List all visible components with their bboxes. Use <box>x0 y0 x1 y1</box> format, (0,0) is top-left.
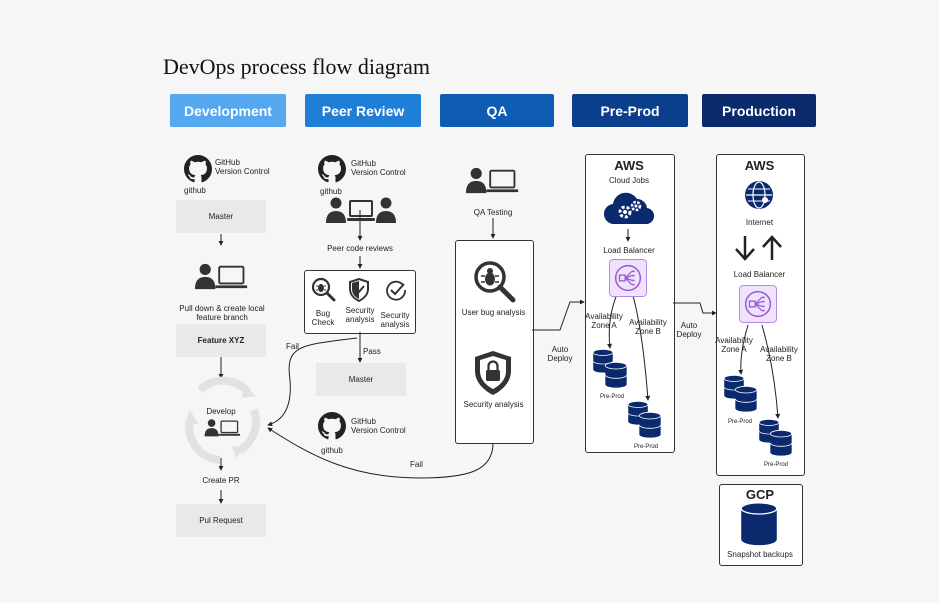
github-icon <box>318 412 346 440</box>
preprod-az-b: Availability Zone B <box>629 318 667 336</box>
load-balancer-icon <box>739 285 777 323</box>
preprod-cloud-jobs: Cloud Jobs <box>608 176 650 185</box>
up-down-arrows-icon <box>735 235 782 261</box>
peer-fail-label: Fail <box>286 342 299 351</box>
bug-search-icon <box>311 277 336 302</box>
peer-github-caption: github <box>320 187 342 196</box>
stage-development: Development <box>170 94 286 127</box>
globe-icon <box>745 181 773 209</box>
peer-github2-caption: github <box>321 446 343 455</box>
develop-person-laptop-icon <box>204 418 242 437</box>
stage-qa: QA <box>440 94 554 127</box>
peer-master-box: Master <box>316 363 406 396</box>
peer-bug-check: Bug Check <box>311 309 335 327</box>
dev-develop-label: Develop <box>206 407 236 416</box>
database-icon <box>638 410 662 440</box>
dev-create-pr: Create PR <box>202 476 240 485</box>
checkmark-circle-icon <box>386 280 406 301</box>
prod-az-b: Availability Zone B <box>760 345 798 363</box>
qa-testing-label: QA Testing <box>473 208 513 217</box>
gcp-title: GCP <box>745 487 775 502</box>
qa-panel <box>455 240 534 444</box>
preprod-az-a: Availability Zone A <box>585 312 623 330</box>
prod-lb-label: Load Balancer <box>733 270 786 279</box>
prod-db2-label: Pre-Prod <box>763 462 788 468</box>
dev-master-box: Master <box>176 200 266 233</box>
load-balancer-icon <box>609 259 647 297</box>
prod-internet-label: Internet <box>745 218 774 227</box>
qa-user-bug: User bug analysis <box>461 308 526 317</box>
prod-auto-deploy: Auto Deploy <box>676 321 702 339</box>
database-icon <box>734 384 758 414</box>
stage-pre-prod: Pre-Prod <box>572 94 688 127</box>
github-icon <box>184 155 212 183</box>
dev-github-caption: github <box>184 186 206 195</box>
peer-github-title: GitHub <box>351 159 376 168</box>
peer-security-1: Security analysis <box>345 306 375 324</box>
preprod-db2-label: Pre-Prod <box>633 444 658 450</box>
database-icon <box>604 360 628 390</box>
dev-github-title: GitHub <box>215 158 240 167</box>
qa-security: Security analysis <box>463 400 524 409</box>
dev-github-sub: Version Control <box>215 167 270 176</box>
preprod-lb-label: Load Balancer <box>603 246 655 255</box>
qa-fail-label: Fail <box>410 460 423 469</box>
peer-github2-title: GitHub <box>351 417 376 426</box>
prod-db1-label: Pre-Prod <box>727 419 752 425</box>
preprod-db1-label: Pre-Prod <box>599 394 624 400</box>
people-review-icon <box>326 196 396 224</box>
peer-pass-label: Pass <box>363 347 381 356</box>
peer-reviews-label: Peer code reviews <box>320 244 400 253</box>
cloud-gears-icon <box>603 192 655 225</box>
database-icon <box>769 428 793 458</box>
lock-shield-icon <box>475 351 511 395</box>
preprod-auto-deploy: Auto Deploy <box>547 345 573 363</box>
peer-github-sub: Version Control <box>351 168 406 177</box>
person-laptop-icon <box>465 166 521 194</box>
shield-check-icon <box>349 278 369 302</box>
page-title: DevOps process flow diagram <box>163 54 430 79</box>
gcp-snapshot-label: Snapshot backups <box>727 550 793 559</box>
github-icon <box>318 155 346 183</box>
stage-peer-review: Peer Review <box>305 94 421 127</box>
dev-pull-text: Pull down & create local feature branch <box>179 304 265 322</box>
prod-az-a: Availability Zone A <box>715 336 753 354</box>
dev-feature-box: Feature XYZ <box>176 324 266 357</box>
stage-production: Production <box>702 94 816 127</box>
peer-github2-sub: Version Control <box>351 426 406 435</box>
preprod-aws-title: AWS <box>614 158 644 173</box>
prod-aws-title: AWS <box>744 158 775 173</box>
database-icon <box>740 502 778 546</box>
peer-security-2: Security analysis <box>380 311 410 329</box>
bug-search-icon <box>474 261 516 303</box>
person-laptop-icon <box>194 262 250 290</box>
dev-pull-request-box: Pul Request <box>176 504 266 537</box>
